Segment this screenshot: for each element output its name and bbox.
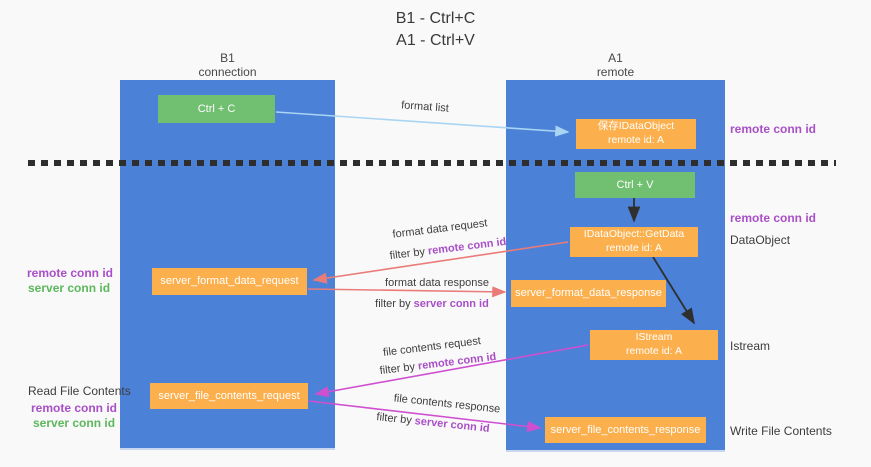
lane-a1-name: A1 bbox=[608, 51, 623, 65]
ctrl-c-box: Ctrl + C bbox=[158, 95, 275, 123]
server-format-data-response-box: server_format_data_response bbox=[511, 280, 666, 307]
server-format-data-request-label: server_format_data_request bbox=[160, 275, 299, 288]
session-separator-dashed-line bbox=[28, 160, 836, 166]
lane-header-b1: B1 connection bbox=[120, 51, 335, 80]
istream-side-label: Istream bbox=[730, 339, 771, 353]
dataobject-label: DataObject bbox=[730, 233, 791, 247]
lane-header-a1: A1 remote bbox=[506, 51, 725, 80]
filter-remote-conn-id-1: remote conn id bbox=[427, 235, 507, 258]
filter-server-conn-id-4: server conn id bbox=[414, 415, 491, 435]
remote-conn-id-label-mid: remote conn id bbox=[730, 211, 817, 225]
filter-by-text-3: filter by bbox=[379, 360, 416, 378]
ctrl-v-box: Ctrl + V bbox=[575, 172, 695, 198]
lane-b1-name: B1 bbox=[220, 51, 235, 65]
getdata-line2: remote id: A bbox=[605, 242, 663, 254]
left2-remote-conn-id-label: remote conn id bbox=[31, 401, 118, 415]
server-file-contents-request-box: server_file_contents_request bbox=[150, 383, 308, 409]
format-list-arrow-label: format list bbox=[400, 99, 450, 115]
ctrl-c-label: Ctrl + C bbox=[197, 103, 236, 115]
istream-line2: remote id: A bbox=[625, 345, 683, 357]
saved-idataobject-line2: remote id: A bbox=[607, 134, 665, 146]
ctrl-v-label: Ctrl + V bbox=[616, 179, 654, 191]
server-format-data-request-box: server_format_data_request bbox=[152, 268, 307, 295]
read-file-contents-label: Read File Contents bbox=[28, 384, 131, 398]
left-server-conn-id-label: server conn id bbox=[28, 281, 111, 295]
lane-b1-role: connection bbox=[198, 64, 257, 79]
left-remote-conn-id-label: remote conn id bbox=[27, 266, 114, 280]
getdata-line1: IDataObject::GetData bbox=[583, 228, 685, 241]
format-data-response-arrow-label: format data response bbox=[385, 277, 489, 289]
filter-by-text-1: filter by bbox=[389, 245, 426, 263]
server-file-contents-response-box: server_file_contents_response bbox=[545, 417, 706, 443]
istream-box: IStream remote id: A bbox=[590, 330, 718, 360]
filter-by-text-4: filter by bbox=[375, 411, 413, 427]
left2-server-conn-id-label: server conn id bbox=[33, 416, 116, 430]
diagram-title: B1 - Ctrl+C A1 - Ctrl+V bbox=[0, 8, 871, 51]
istream-line1: IStream bbox=[635, 331, 673, 344]
filter-server-conn-id-2: server conn id bbox=[413, 298, 489, 310]
server-file-contents-response-label: server_file_contents_response bbox=[550, 423, 701, 436]
title-line-2: A1 - Ctrl+V bbox=[396, 31, 475, 49]
filter-remote-conn-id-3: remote conn id bbox=[417, 350, 497, 373]
format-data-request-arrow-label: format data request bbox=[391, 217, 489, 241]
file-contents-response-arrow-label: file contents response bbox=[393, 392, 501, 416]
write-file-contents-label: Write File Contents bbox=[730, 424, 832, 438]
format-data-response-arrow bbox=[307, 286, 507, 298]
title-line-1: B1 - Ctrl+C bbox=[395, 10, 476, 27]
server-format-data-response-label: server_format_data_response bbox=[515, 287, 662, 300]
saved-idataobject-box: 保存IDataObject remote id: A bbox=[576, 119, 696, 149]
lane-a1-role: remote bbox=[596, 64, 635, 79]
saved-idataobject-line1: 保存IDataObject bbox=[597, 120, 675, 133]
server-file-contents-request-label: server_file_contents_request bbox=[158, 389, 300, 402]
idataobject-getdata-box: IDataObject::GetData remote id: A bbox=[570, 227, 698, 257]
remote-conn-id-label-top: remote conn id bbox=[730, 122, 817, 136]
filter-by-text-2: filter by bbox=[375, 298, 411, 310]
